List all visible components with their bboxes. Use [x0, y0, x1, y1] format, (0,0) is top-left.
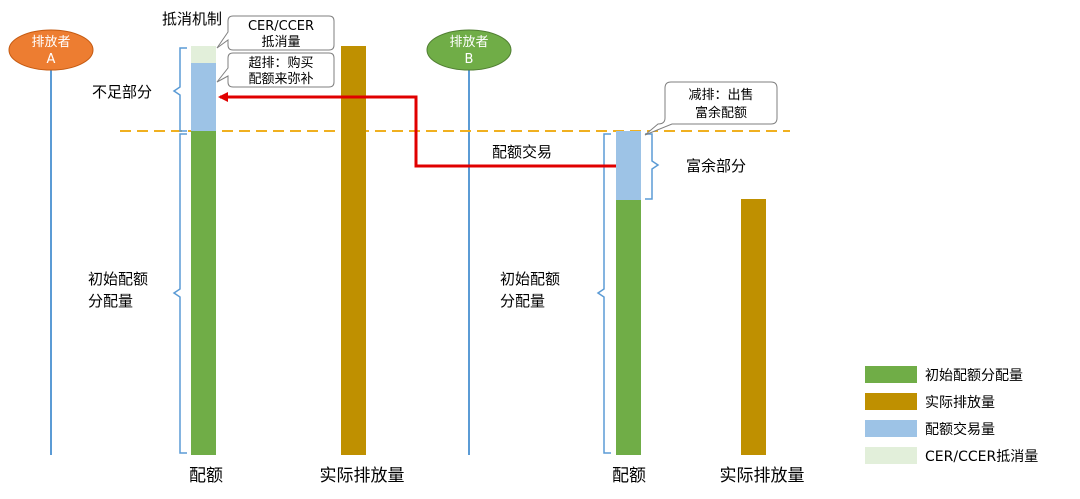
- legend-label-trade: 配额交易量: [925, 421, 995, 438]
- axis-label-b-allowance: 配额: [612, 466, 646, 486]
- bar-b-actual: [741, 199, 766, 455]
- label-trading: 配额交易: [492, 143, 552, 161]
- label-offset-mechanism: 抵消机制: [162, 10, 222, 28]
- label-shortfall: 不足部分: [92, 83, 152, 101]
- actor-a-line1: 排放者: [31, 35, 70, 50]
- callout-reduction-line1: 减排：出售: [688, 87, 753, 103]
- label-initial-b-line2: 分配量: [500, 292, 545, 310]
- bracket-a-initial: [172, 133, 187, 454]
- legend: 初始配额分配量 实际排放量 配额交易量 CER/CCER抵消量: [865, 366, 1038, 465]
- bar-b-trade: [616, 131, 641, 200]
- actor-a: 排放者 A: [8, 29, 94, 71]
- bracket-b-surplus: [645, 133, 660, 200]
- legend-swatch-trade: [865, 420, 917, 437]
- callout-cer-line2: 抵消量: [261, 35, 300, 50]
- bracket-a-shortfall: [172, 47, 187, 132]
- legend-label-initial: 初始配额分配量: [925, 367, 1023, 384]
- axis-label-a-actual: 实际排放量: [320, 466, 405, 486]
- legend-swatch-actual: [865, 393, 917, 410]
- actor-b-line1: 排放者: [449, 35, 488, 50]
- axis-label-b-actual: 实际排放量: [720, 466, 805, 486]
- axis-label-a-allowance: 配额: [189, 466, 223, 486]
- actor-a-line2: A: [47, 52, 56, 67]
- legend-swatch-initial: [865, 366, 917, 383]
- bracket-b-initial: [596, 133, 611, 454]
- callout-over-emission-line2: 配额来弥补: [248, 71, 313, 87]
- legend-swatch-cer: [865, 447, 917, 464]
- label-initial-a-line2: 分配量: [88, 292, 133, 310]
- callout-reduction-line2: 富余配额: [695, 105, 747, 121]
- actor-b: 排放者 B: [426, 29, 512, 71]
- bar-b-initial: [616, 200, 641, 455]
- trading-arrow: [218, 92, 616, 168]
- legend-label-cer: CER/CCER抵消量: [925, 449, 1038, 465]
- label-initial-a-line1: 初始配额: [88, 270, 148, 288]
- legend-label-actual: 实际排放量: [925, 395, 995, 411]
- label-initial-b-line1: 初始配额: [500, 270, 560, 288]
- bar-a-trade: [191, 63, 216, 131]
- callout-cer-line1: CER/CCER: [248, 19, 314, 34]
- bar-a-initial: [191, 131, 216, 455]
- callout-over-emission: 超排：购买 配额来弥补: [216, 52, 335, 88]
- bar-a-cer: [191, 46, 216, 63]
- callout-cer: CER/CCER 抵消量: [216, 15, 335, 51]
- bar-a-actual: [341, 46, 366, 455]
- callout-over-emission-line1: 超排：购买: [248, 55, 313, 71]
- callout-reduction: 减排：出售 富余配额: [644, 81, 778, 136]
- actor-b-line2: B: [465, 52, 474, 67]
- label-surplus: 富余部分: [686, 157, 746, 175]
